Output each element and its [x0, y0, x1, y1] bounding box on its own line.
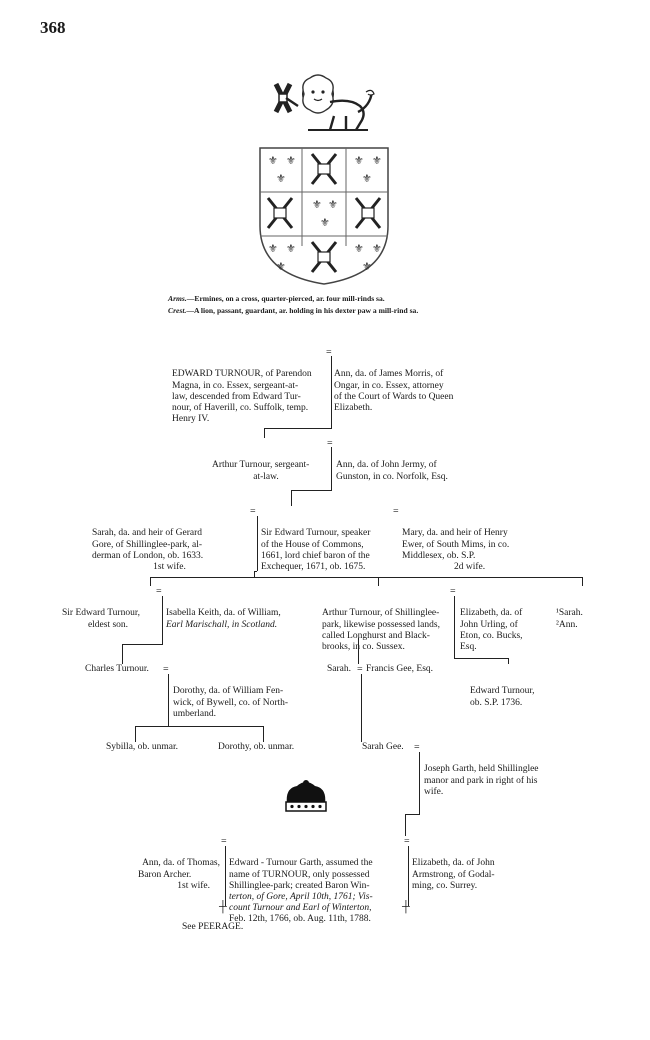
arms-caption: Arms.—Ermines, on a cross, quarter-pierc…	[168, 294, 385, 303]
sybilla: Sybilla, ob. unmar.	[106, 742, 179, 752]
daughters-sarah-ann: ¹Sarah.²Ann.	[556, 608, 583, 630]
svg-text:⚜: ⚜	[268, 242, 278, 255]
dorothy-unmarried: Dorothy, ob. unmar.	[218, 742, 295, 752]
svg-text:⚜: ⚜	[372, 242, 382, 255]
crest-lion-image	[273, 74, 375, 131]
svg-text:⚜: ⚜	[276, 172, 286, 185]
shield-arms-image: ⚜⚜⚜ ⚜⚜⚜ ⚜⚜⚜ ⚜⚜⚜ ⚜⚜⚜	[259, 147, 389, 285]
arthur-turnour-shillinglee: Arthur Turnour, of Shillinglee-park, lik…	[322, 608, 440, 653]
sir-edward-turnour-eldest: Sir Edward Turnour,eldest son.	[62, 608, 140, 630]
svg-text:⚜: ⚜	[354, 242, 364, 255]
svg-text:⚜: ⚜	[312, 198, 322, 211]
crest-caption: Crest.—A lion, passant, guardant, ar. ho…	[168, 306, 419, 315]
francis-gee: Francis Gee, Esq.	[366, 664, 434, 674]
arthur-turnour-sergeant: Arthur Turnour, sergeant-at-law.	[212, 460, 310, 482]
svg-text:⚜: ⚜	[362, 260, 372, 273]
coronet-image	[285, 780, 327, 812]
svg-text:⚜: ⚜	[362, 172, 372, 185]
svg-text:⚜: ⚜	[328, 198, 338, 211]
svg-text:⚜: ⚜	[372, 154, 382, 167]
ann-archer: Ann, da. of Thomas,Baron Archer.1st wife…	[138, 858, 220, 891]
svg-text:⚜: ⚜	[286, 154, 296, 167]
page-number: 368	[40, 18, 66, 37]
svg-text:⚜: ⚜	[354, 154, 364, 167]
svg-text:⚜: ⚜	[320, 216, 330, 229]
sarah-turnour: Sarah.	[327, 664, 352, 674]
edward-turnour-1736: Edward Turnour,ob. S.P. 1736.	[470, 686, 535, 708]
svg-text:⚜: ⚜	[286, 242, 296, 255]
marriage-sign: =	[326, 347, 332, 358]
charles-turnour: Charles Turnour.	[85, 664, 149, 674]
svg-text:⚜: ⚜	[276, 260, 286, 273]
dorothy-fenwick: Dorothy, da. of William Fen-wick, of Byw…	[173, 686, 289, 719]
see-peerage: See PEERAGE.	[182, 922, 244, 932]
svg-text:⚜: ⚜	[268, 154, 278, 167]
sarah-gee: Sarah Gee.	[362, 742, 404, 752]
isabella-keith: Isabella Keith, da. of William,Earl Mari…	[166, 608, 281, 630]
